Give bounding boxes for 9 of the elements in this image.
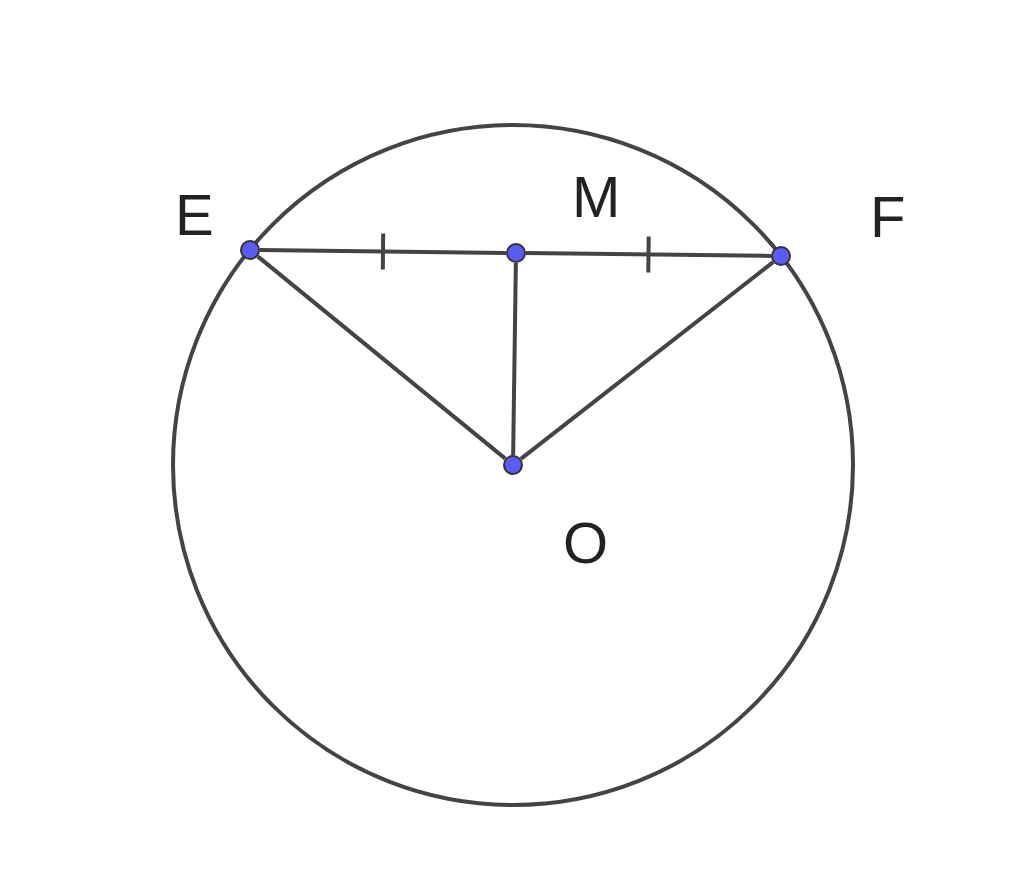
point-label: M (572, 167, 621, 227)
line-segment (511, 262, 518, 456)
point-label: O (563, 513, 609, 573)
line-segment (519, 260, 775, 461)
line-segment (259, 248, 507, 255)
point-label: E (175, 185, 214, 245)
point-label: F (870, 187, 906, 247)
line-segment (525, 251, 772, 258)
line-segment (256, 254, 507, 461)
